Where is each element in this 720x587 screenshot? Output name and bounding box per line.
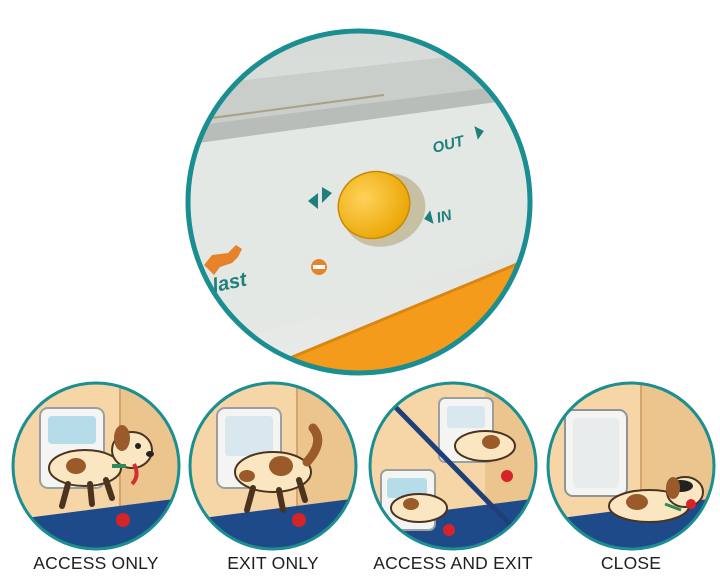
mode-access-only[interactable]: ACCESS ONLY [8, 380, 184, 587]
brand-logo-icon [204, 245, 242, 275]
in-arrow-icon [424, 210, 434, 224]
selector-knob [337, 170, 411, 240]
dog-both-directions-icon [368, 381, 538, 551]
mode-label: ACCESS ONLY [33, 553, 159, 573]
mode-close[interactable]: CLOSE [543, 380, 719, 587]
mode-label: CLOSE [600, 553, 662, 573]
dog-sleeping-flap-closed-icon [546, 381, 716, 551]
mode-exit-only[interactable]: EXIT ONLY [185, 380, 361, 587]
mode-label: ACCESS AND EXIT [373, 553, 533, 573]
dog-exiting-flap-icon [188, 381, 358, 551]
out-arrow-icon [474, 126, 484, 140]
lock-minus-icon [311, 259, 327, 275]
in-label: IN [435, 206, 455, 226]
cat-flap-selector-closeup: OUT IN plast [185, 28, 533, 376]
mode-access-and-exit[interactable]: ACCESS AND EXIT [365, 380, 541, 587]
dog-entering-flap-icon [11, 381, 181, 551]
left-right-arrows-icon [308, 187, 332, 209]
flap-mode-options: ACCESS ONLY EXIT ONLY [0, 380, 720, 587]
mode-label: EXIT ONLY [227, 553, 319, 573]
